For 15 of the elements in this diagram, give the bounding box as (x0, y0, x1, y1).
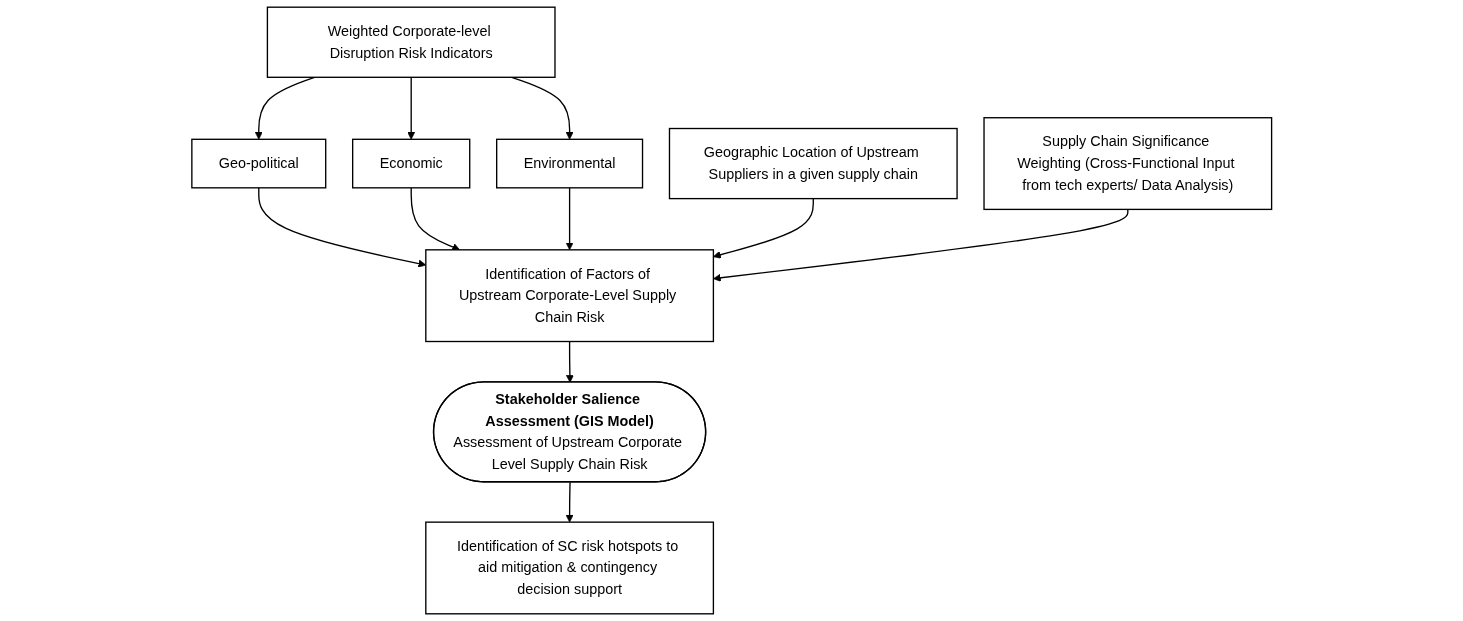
arrow (257, 187, 426, 268)
arrow (410, 187, 460, 251)
node-box: Supply Chain Significance Weighting (Cross-Functional Input from tech experts/ Data Analysis) (983, 117, 1273, 211)
node-box: Geographic Location of Upstream Suppliers in a given supply chain (668, 127, 958, 200)
node-box: Identification of SC risk hotspots to aid mitigation & contingency decision support (424, 521, 714, 615)
node-box: Geo-political (190, 138, 327, 189)
node-box: Economic (351, 138, 471, 189)
node-box: Environmental (495, 138, 643, 189)
node-box: Weighted Corporate-level Disruption Risk Indicators (266, 6, 556, 78)
arrow (565, 481, 574, 523)
node-box: Identification of Factors of Upstream Corporate-Level Supply Chain Risk (424, 249, 714, 343)
arrow (254, 76, 315, 140)
arrow (565, 340, 574, 383)
arrow (565, 187, 574, 251)
arrow (407, 76, 415, 140)
